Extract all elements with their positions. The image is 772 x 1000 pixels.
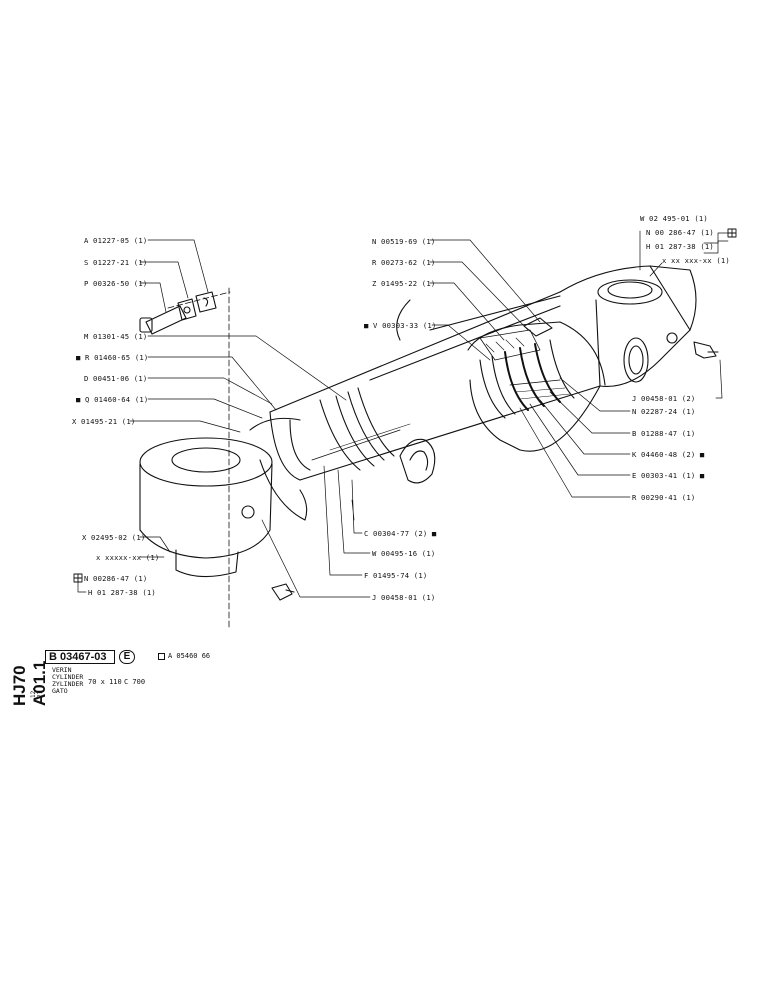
label-v00303: ■ V 00303-33 (1): [364, 321, 437, 330]
leader-lines: [77, 230, 729, 598]
label-a01227: A 01227-05 (1): [84, 236, 148, 245]
label-n00286-top: N 00 286-47 (1): [646, 228, 714, 237]
label-r01460: ■ R 01460-65 (1): [76, 353, 149, 362]
bracket-icon: [73, 228, 737, 583]
side-reference-date: 12-77: [30, 687, 44, 698]
description-fr: VERIN: [52, 666, 72, 674]
label-c00304: C 00304-77 (2) ■: [364, 529, 437, 538]
side-reference: HJ70 A01.1 12-77: [10, 606, 49, 706]
label-j00458-bottom: J 00458-01 (1): [372, 593, 436, 602]
label-x01495: X 01495-21 (1): [72, 417, 136, 426]
label-r00290: R 00290-41 (1): [632, 493, 696, 502]
alt-reference-text: A 05460 66: [168, 652, 211, 660]
variant-badge: E: [119, 650, 135, 664]
label-h01287-bottom: H 01 287-38 (1): [88, 588, 156, 597]
rod-eye: [139, 417, 308, 578]
description-es: GATO: [52, 687, 68, 695]
piston-section: [467, 317, 606, 452]
label-q01460: ■ Q 01460-64 (1): [76, 395, 149, 404]
label-n02287: N 02287-24 (1): [632, 407, 696, 416]
label-e00303: E 00303-41 (1) ■: [632, 471, 705, 480]
title-box: [45, 650, 115, 664]
alt-reference: A 05460 66: [158, 652, 210, 660]
label-s01227: S 01227-21 (1): [84, 258, 148, 267]
document-reference: B 03467-03: [49, 651, 107, 663]
rod-gland: [269, 299, 436, 484]
label-xxx-bottom: x xxxxx-xx (1): [96, 553, 160, 562]
description-en: CYLINDER: [52, 673, 84, 681]
label-z01495: Z 01495-22 (1): [372, 279, 436, 288]
label-n00286-bottom: N 00286-47 (1): [84, 574, 148, 583]
label-xxx-top: x xx xxx-xx (1): [662, 256, 730, 265]
label-k04460: K 04460-48 (2) ■: [632, 450, 705, 459]
label-j00458-right: J 00458-01 (2): [632, 394, 696, 403]
label-b01288: B 01288-47 (1): [632, 429, 696, 438]
label-w02495: W 02 495-01 (1): [640, 214, 708, 223]
model-number: C 700: [124, 678, 146, 686]
center-lines: [167, 287, 231, 631]
label-w00495: W 00495-16 (1): [372, 549, 436, 558]
label-f01495: F 01495-74 (1): [364, 571, 428, 580]
side-reference-code: HJ70 A01.1: [10, 660, 49, 706]
description-de: ZYLINDER: [52, 680, 84, 688]
size-spec: 70 x 110: [88, 678, 122, 686]
label-h01287-top: H 01 287-38 (1): [646, 242, 714, 251]
label-r00273: R 00273-62 (1): [372, 258, 436, 267]
label-m01301: M 01301-45 (1): [84, 332, 148, 341]
square-icon: [158, 652, 165, 660]
label-d00451: D 00451-06 (1): [84, 374, 148, 383]
label-x02495: X 02495-02 (1): [82, 533, 146, 542]
grease-nipples: [271, 341, 719, 601]
label-p00326: P 00326-50 (1): [84, 279, 148, 288]
label-n00519: N 00519-69 (1): [372, 237, 436, 246]
cylinder-barrel: [269, 265, 697, 481]
